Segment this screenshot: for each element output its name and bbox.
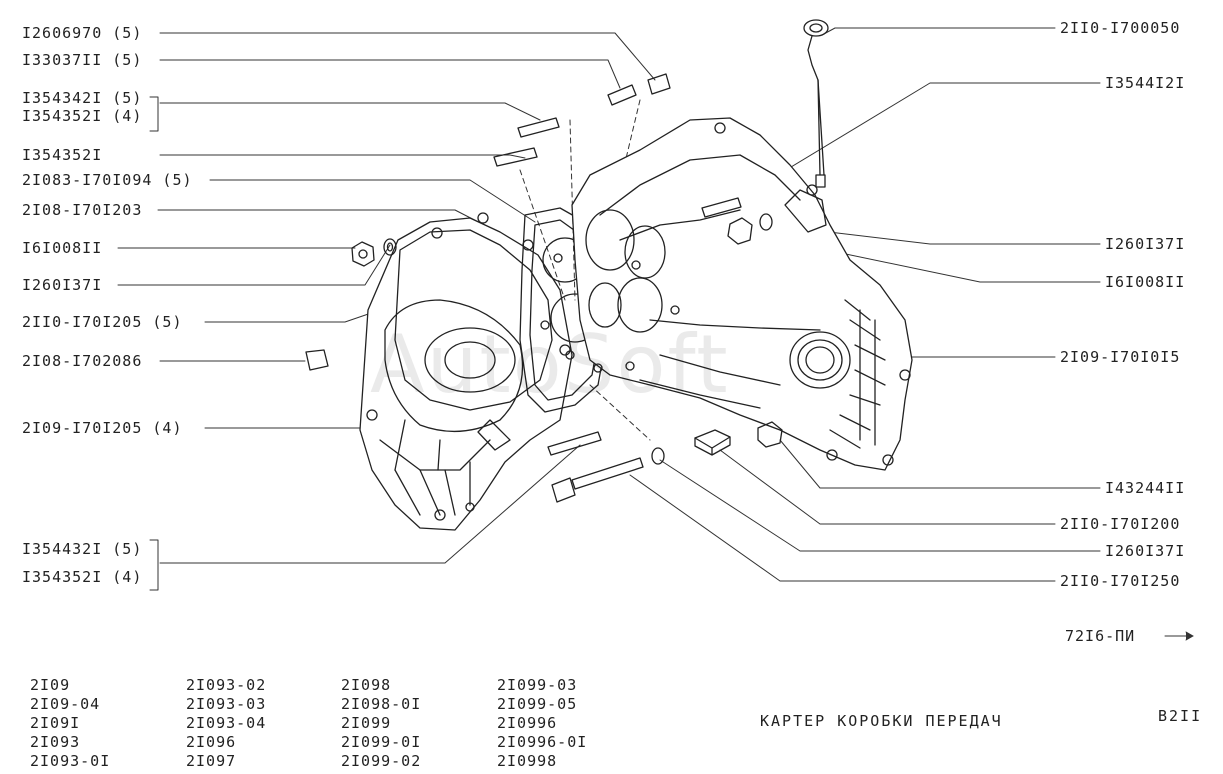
model-item: 2I099-02 <box>341 752 422 770</box>
model-item: 2I098-0I <box>341 695 422 713</box>
part-label: I260I37I <box>1105 235 1186 253</box>
part-label: I6I008II <box>1105 273 1186 291</box>
dipstick <box>803 19 829 188</box>
part-label: 2I09-I70I0I5 <box>1060 348 1181 366</box>
model-item: 2I099-05 <box>497 695 578 713</box>
model-item: 2I0996-0I <box>497 733 588 751</box>
model-item: 2I0998 <box>497 752 558 770</box>
part-label: 2I083-I70I094 (5) <box>22 171 193 189</box>
models-column-1: 2I09 2I09-04 2I09I 2I093 2I093-0I <box>30 676 110 771</box>
part-label: I3544I2I <box>1105 74 1186 92</box>
model-item: 2I099 <box>341 714 392 732</box>
model-item: 2I093-02 <box>186 676 267 694</box>
model-item: 2I093-0I <box>30 752 111 770</box>
part-label: I33037II (5) <box>22 51 143 69</box>
fasteners <box>305 73 783 503</box>
model-item: 2I096 <box>186 733 237 751</box>
part-label: 2I08-I70I203 <box>22 201 143 219</box>
model-item: 2I099-0I <box>341 733 422 751</box>
part-label: I354352I <box>22 146 103 164</box>
model-item: 2I093 <box>30 733 81 751</box>
part-label: 2II0-I70I200 <box>1060 515 1181 533</box>
model-item: 2I098 <box>341 676 392 694</box>
models-column-2: 2I093-02 2I093-03 2I093-04 2I096 2I097 <box>186 676 266 771</box>
part-label: I354352I (4) <box>22 568 143 586</box>
main-housing <box>571 117 913 471</box>
part-label: 2I08-I702086 <box>22 352 143 370</box>
front-cover-housing <box>359 212 573 531</box>
model-item: 2I099-03 <box>497 676 578 694</box>
model-item: 2I09-04 <box>30 695 101 713</box>
part-label: I260I37I <box>22 276 103 294</box>
model-item: 2I093-04 <box>186 714 267 732</box>
models-column-4: 2I099-03 2I099-05 2I0996 2I0996-0I 2I099… <box>497 676 587 771</box>
page-code: B2II <box>1158 707 1203 725</box>
part-label: I260I37I <box>1105 542 1186 560</box>
part-label: 2I09-I70I205 (4) <box>22 419 183 437</box>
part-label: I354352I (4) <box>22 107 143 125</box>
model-item: 2I09I <box>30 714 81 732</box>
watermark: AutoSoft <box>370 318 730 411</box>
part-label: 2II0-I70I250 <box>1060 572 1181 590</box>
part-label: I6I008II <box>22 239 103 257</box>
figure-code: 72I6-ПИ <box>1065 627 1136 645</box>
part-label: 2II0-I70I205 (5) <box>22 313 183 331</box>
model-item: 2I09 <box>30 676 71 694</box>
diagram-title: КАРТЕР КОРОБКИ ПЕРЕДАЧ <box>760 712 1003 730</box>
part-label: 2II0-I700050 <box>1060 19 1181 37</box>
part-label: I354342I (5) <box>22 89 143 107</box>
part-label: I2606970 (5) <box>22 24 143 42</box>
model-item: 2I097 <box>186 752 237 770</box>
part-label: I354432I (5) <box>22 540 143 558</box>
model-item: 2I0996 <box>497 714 558 732</box>
part-label: I43244II <box>1105 479 1186 497</box>
model-item: 2I093-03 <box>186 695 267 713</box>
models-column-3: 2I098 2I098-0I 2I099 2I099-0I 2I099-02 <box>341 676 421 771</box>
